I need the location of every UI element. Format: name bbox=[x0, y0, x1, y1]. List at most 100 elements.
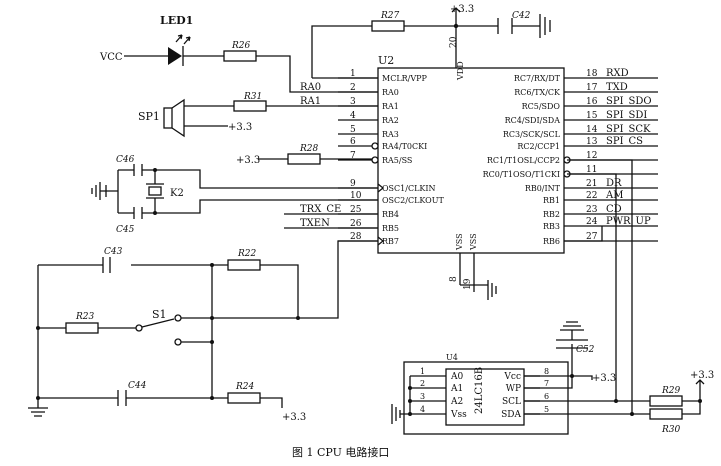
rb7-clock-marker bbox=[377, 236, 385, 246]
r30-label: R30 bbox=[661, 425, 681, 435]
u4-pin-name: Vcc bbox=[503, 372, 521, 382]
u2-pin-number: 4 bbox=[350, 111, 356, 121]
u2-pin-name: RC4/SDI/SDA bbox=[505, 116, 561, 125]
r29-resistor bbox=[649, 395, 683, 407]
u2-pin-name: RA2 bbox=[382, 116, 399, 125]
u2-pin-number: 21 bbox=[586, 179, 597, 189]
u4-pin-name: SCL bbox=[502, 397, 521, 407]
junction-u4-a1 bbox=[408, 386, 412, 390]
u4-pin-number: 4 bbox=[420, 405, 425, 414]
r29-label: R29 bbox=[661, 386, 681, 396]
r24-label: R24 bbox=[235, 382, 255, 392]
speaker-symbol bbox=[163, 98, 185, 138]
u2-pin-number: 24 bbox=[586, 217, 598, 227]
r28-resistor bbox=[287, 153, 321, 165]
u2-vdd-pin: 20 bbox=[449, 36, 459, 48]
u2-net-label: SPI_CS bbox=[606, 136, 643, 147]
u2-pin-number: 9 bbox=[350, 179, 356, 189]
r23-label: R23 bbox=[75, 312, 95, 322]
u4-part: 24LC16B bbox=[474, 367, 485, 414]
led-label: LED1 bbox=[160, 14, 193, 27]
u2-pin-name: RB5 bbox=[382, 224, 399, 233]
c44-capacitor bbox=[117, 390, 127, 406]
r23-resistor bbox=[65, 322, 99, 334]
u2-net-label: TRX_CE bbox=[300, 204, 341, 215]
u2-vss-label-1: VSS bbox=[455, 233, 464, 251]
switch-label: S1 bbox=[152, 308, 167, 321]
c42-label: C42 bbox=[512, 11, 531, 21]
u2-pin-name: RB4 bbox=[382, 210, 399, 219]
u2-pin-number: 27 bbox=[586, 232, 598, 242]
r28-label: R28 bbox=[299, 144, 319, 154]
r26-resistor bbox=[223, 50, 257, 62]
c46-label: C46 bbox=[116, 155, 135, 165]
u2-pin-number: 3 bbox=[350, 97, 356, 107]
u2-vdd-label: VDD bbox=[456, 61, 465, 81]
r24-resistor bbox=[227, 392, 261, 404]
sda-wire bbox=[524, 159, 633, 415]
junction-vdd bbox=[453, 23, 459, 29]
r31-label: R31 bbox=[243, 92, 262, 102]
crystal-cap-wires bbox=[117, 169, 378, 214]
u2-pin-name: RA4/T0CKI bbox=[382, 142, 427, 151]
u2-pin-name: RC1/T1OSL/CCP2 bbox=[487, 156, 560, 165]
junction-pullup bbox=[698, 399, 702, 403]
r22-label: R22 bbox=[237, 249, 257, 259]
figure-caption: 图 1 CPU 电路接口 bbox=[292, 446, 389, 459]
u4-ref: U4 bbox=[446, 353, 458, 362]
junction-switch-top bbox=[210, 263, 214, 267]
c43-capacitor bbox=[102, 257, 111, 273]
u4-pin-number: 2 bbox=[420, 379, 425, 388]
u2-pin-number: 12 bbox=[586, 151, 597, 161]
u2-pin-number: 7 bbox=[350, 151, 356, 161]
u4-vcc-wire bbox=[524, 375, 593, 380]
u2-pin-number: 14 bbox=[586, 125, 598, 135]
u2-pin-name: RB3 bbox=[543, 222, 560, 231]
u2-pin-name: RA1 bbox=[382, 102, 399, 111]
led-light-arrows bbox=[175, 34, 191, 45]
ground-symbol-u2 bbox=[487, 280, 497, 300]
junction-left-rail bbox=[36, 326, 40, 330]
u2-vss-label-2: VSS bbox=[469, 233, 478, 251]
switch-contact-1 bbox=[174, 314, 182, 322]
supply-right-label: +3.3 bbox=[690, 370, 714, 381]
c43-label: C43 bbox=[104, 247, 123, 257]
supply-top-label: +3.3 bbox=[450, 4, 474, 15]
u4-pin-name: WP bbox=[506, 384, 521, 394]
u2-pin-name: RA3 bbox=[382, 130, 399, 139]
u2-pin-number: 1 bbox=[350, 69, 356, 79]
u2-pin-name: RA0 bbox=[382, 88, 399, 97]
u4-pin-number: 6 bbox=[544, 392, 549, 401]
c45-capacitor bbox=[133, 207, 143, 219]
r22-resistor bbox=[227, 259, 261, 271]
led-r26-wire bbox=[183, 55, 378, 93]
junction-u4-a2 bbox=[408, 399, 412, 403]
junction-rb7 bbox=[296, 316, 300, 320]
u4-pin-name: A2 bbox=[450, 397, 463, 407]
r27-resistor bbox=[371, 20, 405, 32]
switch-out-wires bbox=[181, 317, 212, 343]
u4-body bbox=[445, 368, 525, 426]
u4-pin-name: Vss bbox=[450, 410, 467, 420]
u4-pin-number: 8 bbox=[544, 367, 549, 376]
u2-pin-number: 25 bbox=[350, 205, 362, 215]
scl-wire bbox=[524, 173, 617, 402]
r27-label: R27 bbox=[380, 11, 400, 21]
junction-switch-2 bbox=[210, 340, 214, 344]
trx-txen-wires bbox=[284, 213, 378, 229]
u2-pin-name: OSC2/CLKOUT bbox=[382, 196, 444, 205]
switch-contact-2 bbox=[174, 338, 182, 346]
r26-label: R26 bbox=[231, 41, 251, 51]
u4-pin-name: A0 bbox=[450, 372, 463, 382]
rb6-wire bbox=[564, 226, 603, 242]
led-diode-body bbox=[168, 47, 182, 65]
u4-pin-name: SDA bbox=[501, 410, 521, 420]
ground-symbol-u4 bbox=[391, 404, 401, 424]
switch-contact-common bbox=[135, 324, 143, 332]
u4-wp-wire bbox=[524, 376, 573, 389]
r30-wire bbox=[632, 401, 701, 415]
c44-label: C44 bbox=[128, 381, 147, 391]
u2-body bbox=[377, 67, 565, 254]
